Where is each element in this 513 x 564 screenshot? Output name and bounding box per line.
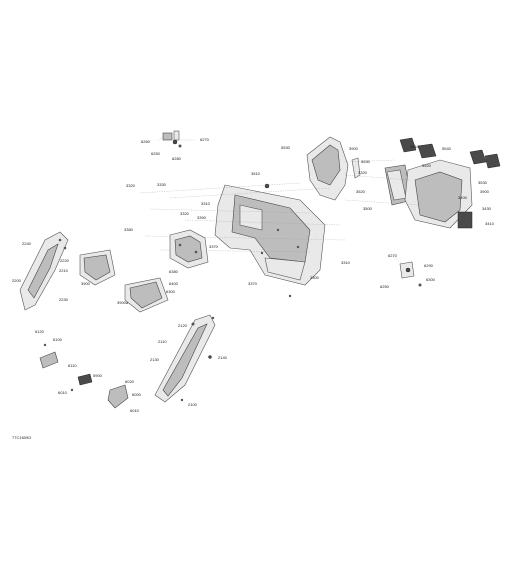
callout-3430: 3430 xyxy=(482,206,492,211)
callout-3320c: 3320 xyxy=(180,211,190,216)
bracket-assembly-right xyxy=(392,255,422,287)
callout-3900c: 3900 xyxy=(81,281,91,286)
callout-3900d: 3900a xyxy=(117,300,129,305)
callout-6270: 6270 xyxy=(200,137,210,142)
callout-labels: 6260 6250 6280 6270 5530 3900 5510 5540 … xyxy=(12,137,495,440)
upper-dash-panel xyxy=(306,136,361,201)
center-lower-panel xyxy=(154,314,216,403)
center-storage-bracket xyxy=(169,229,209,269)
callout-3900b: 3900 xyxy=(480,189,490,194)
callout-3400: 3400 xyxy=(458,195,468,200)
lower-left-hardware xyxy=(39,343,129,409)
left-storage-bins xyxy=(79,249,169,313)
callout-6280: 6280 xyxy=(172,156,182,161)
callout-3390: 3390 xyxy=(197,215,207,220)
callout-6010b: 6010 xyxy=(130,408,140,413)
callout-2120: 2120 xyxy=(178,323,188,328)
callout-6100: 6100 xyxy=(53,337,63,342)
callout-6380: 6380 xyxy=(169,269,179,274)
callout-3370: 3370 xyxy=(209,244,219,249)
callout-3300: 3300 xyxy=(310,275,320,280)
callout-6010: 6010 xyxy=(58,390,68,395)
callout-5900: 5900 xyxy=(93,373,103,378)
callout-3500: 3500 xyxy=(363,206,373,211)
callout-6400: 6400 xyxy=(169,281,179,286)
leader-lines xyxy=(139,159,421,253)
callout-2140: 2140 xyxy=(218,355,228,360)
main-dashboard-frame xyxy=(214,183,326,298)
callout-6110: 6110 xyxy=(68,363,77,368)
callout-6250b: 6250 xyxy=(380,284,390,289)
callout-2100: 2100 xyxy=(188,402,198,407)
callout-3370b: 3370 xyxy=(248,281,258,286)
callout-6020: 6020 xyxy=(125,379,135,384)
callout-2220: 2220 xyxy=(60,258,70,263)
callout-5530b: 5530 xyxy=(361,159,371,164)
callout-5530: 5530 xyxy=(281,145,291,150)
callout-3380: 3380 xyxy=(124,227,134,232)
callout-3310b: 3310 xyxy=(341,260,351,265)
callout-6120: 6120 xyxy=(35,329,45,334)
callout-3530: 3530 xyxy=(478,180,488,185)
callout-6000: 6000 xyxy=(132,392,142,397)
callout-3320b: 3320 xyxy=(126,183,136,188)
bracket-assembly-top-left xyxy=(157,130,195,148)
callout-5520: 5520 xyxy=(422,163,432,168)
callout-6250: 6250 xyxy=(151,151,161,156)
callout-3410: 3410 xyxy=(485,221,495,226)
callout-5510: 5510 xyxy=(410,144,420,149)
callout-2240: 2240 xyxy=(22,241,32,246)
left-side-panel xyxy=(19,231,69,311)
upper-right-panels xyxy=(384,137,501,229)
callout-2230: 2230 xyxy=(59,297,69,302)
callout-3520: 3520 xyxy=(356,189,366,194)
callout-5540: 5540 xyxy=(442,146,452,151)
callout-2110: 2110 xyxy=(158,339,167,344)
callout-6270b: 6270 xyxy=(388,253,398,258)
callout-3330: 3330 xyxy=(157,182,167,187)
callout-6300: 6300 xyxy=(426,277,436,282)
callout-6260: 6260 xyxy=(141,139,151,144)
callout-3900: 3900 xyxy=(349,146,359,151)
callout-3510: 3510 xyxy=(251,171,261,176)
callout-6300b: 6300 xyxy=(166,289,176,294)
callout-2130: 2130 xyxy=(150,357,160,362)
callout-2200: 2200 xyxy=(12,278,22,283)
callout-6290: 6290 xyxy=(424,263,434,268)
drawing-id: 77C1609G xyxy=(12,435,31,440)
callout-3320a: 3320 xyxy=(358,170,368,175)
callout-3310: 3310 xyxy=(201,201,211,206)
callout-2210: 2210 xyxy=(59,268,69,273)
